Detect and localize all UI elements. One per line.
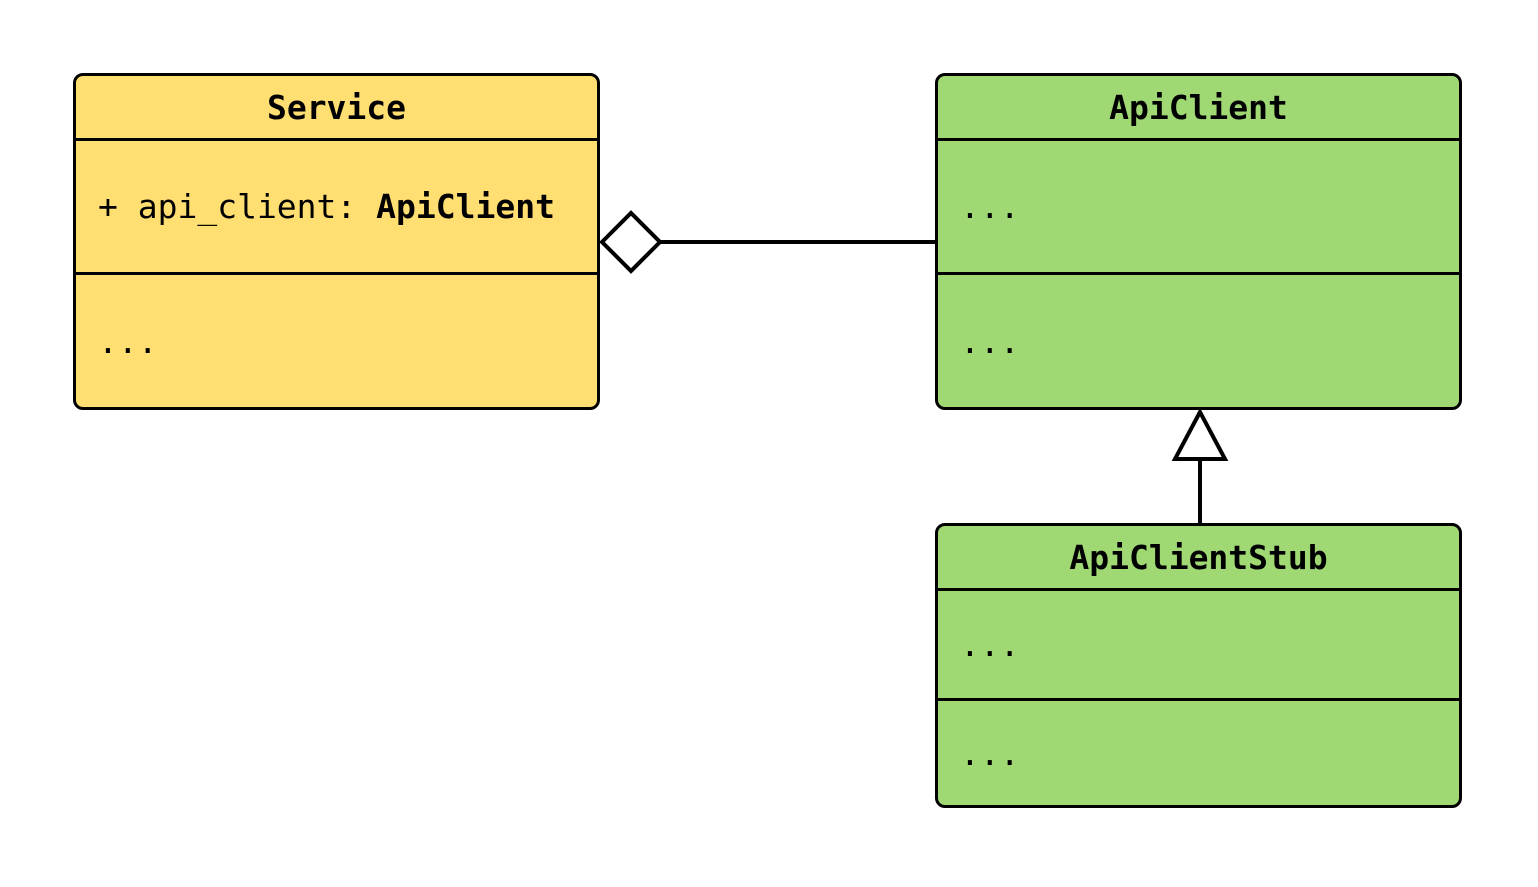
methods-section-service: ... xyxy=(76,272,597,407)
methods-section-api-client: ... xyxy=(938,272,1459,407)
attributes-section-api-client: ... xyxy=(938,138,1459,272)
class-box-service: Service + api_client: ApiClient ... xyxy=(73,73,600,410)
class-title-api-client-stub: ApiClientStub xyxy=(1069,537,1328,577)
class-box-api-client-stub: ApiClientStub ... ... xyxy=(935,523,1462,808)
attribute-api-client: + api_client: ApiClient xyxy=(98,187,555,226)
class-title-service: Service xyxy=(266,87,407,127)
aggregation-diamond-icon xyxy=(599,210,663,274)
methods-section-api-client-stub: ... xyxy=(938,698,1459,805)
inheritance-triangle-icon xyxy=(1171,407,1229,461)
class-box-api-client: ApiClient ... ... xyxy=(935,73,1462,410)
attribute-prefix: + api_client: xyxy=(98,187,377,226)
attributes-section-service: + api_client: ApiClient xyxy=(76,138,597,272)
class-title-api-client: ApiClient xyxy=(1109,87,1288,127)
attribute-type: ApiClient xyxy=(376,187,555,226)
attributes-section-api-client-stub: ... xyxy=(938,588,1459,698)
